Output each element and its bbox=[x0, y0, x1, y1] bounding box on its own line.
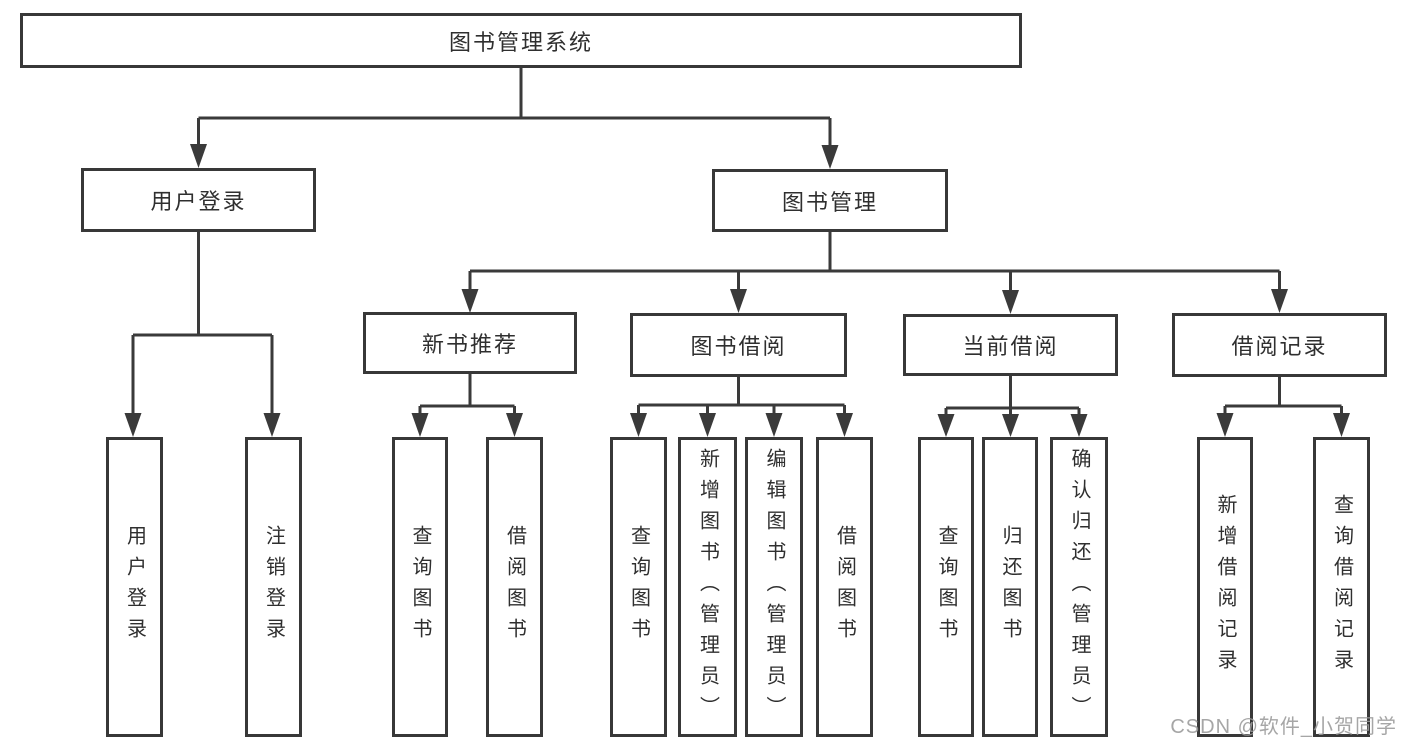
leaf-newbook-borrow: 借阅图书 bbox=[486, 437, 543, 737]
node-borrow-record-label: 借阅记录 bbox=[1231, 334, 1328, 359]
leaf-current-confirm-admin: 确认归还（管理员） bbox=[1050, 437, 1108, 737]
node-book-borrow-label: 图书借阅 bbox=[690, 334, 787, 359]
leaf-newbook-borrow-label: 借阅图书 bbox=[503, 525, 526, 649]
leaf-record-query: 查询借阅记录 bbox=[1313, 437, 1370, 737]
leaf-current-return-label: 归还图书 bbox=[999, 525, 1021, 649]
connector-new-book-to-children bbox=[411, 374, 523, 437]
connector-user-login-to-children bbox=[124, 232, 281, 437]
leaf-borrow-query: 查询图书 bbox=[610, 437, 667, 737]
node-current-borrow: 当前借阅 bbox=[903, 314, 1118, 376]
node-book-borrow: 图书借阅 bbox=[630, 313, 847, 377]
leaf-user-login: 用户登录 bbox=[106, 437, 163, 737]
leaf-newbook-query: 查询图书 bbox=[392, 437, 448, 737]
connector-book-management-to-modules bbox=[461, 232, 1288, 314]
connector-root-to-branches bbox=[190, 68, 839, 169]
leaf-current-confirm-admin-label: 确认归还（管理员） bbox=[1068, 447, 1090, 727]
leaf-borrow-edit-admin-label: 编辑图书（管理员） bbox=[763, 447, 785, 727]
leaf-current-query: 查询图书 bbox=[918, 437, 974, 737]
node-borrow-record: 借阅记录 bbox=[1172, 313, 1387, 377]
node-current-borrow-label: 当前借阅 bbox=[962, 334, 1059, 359]
connector-borrow-record-to-children bbox=[1216, 377, 1350, 437]
leaf-current-return: 归还图书 bbox=[982, 437, 1038, 737]
node-new-book-recommend-label: 新书推荐 bbox=[421, 332, 518, 357]
connector-book-borrow-to-children bbox=[630, 377, 853, 437]
leaf-borrow-add-admin-label: 新增图书（管理员） bbox=[696, 447, 719, 727]
leaf-user-logout-label: 注销登录 bbox=[262, 525, 285, 649]
node-root-label: 图书管理系统 bbox=[448, 29, 593, 55]
node-user-login-label: 用户登录 bbox=[150, 189, 247, 214]
leaf-newbook-query-label: 查询图书 bbox=[409, 525, 431, 649]
leaf-borrow-query-label: 查询图书 bbox=[627, 525, 650, 649]
leaf-record-query-label: 查询借阅记录 bbox=[1330, 494, 1353, 680]
connector-current-borrow-to-children bbox=[937, 376, 1088, 437]
leaf-user-login-label: 用户登录 bbox=[123, 525, 146, 649]
leaf-user-logout: 注销登录 bbox=[245, 437, 302, 737]
node-user-login: 用户登录 bbox=[81, 168, 316, 232]
node-new-book-recommend: 新书推荐 bbox=[363, 312, 577, 374]
csdn-watermark: CSDN @软件_小贺同学 bbox=[1170, 716, 1397, 738]
leaf-borrow-borrow-label: 借阅图书 bbox=[833, 525, 856, 649]
leaf-record-add-label: 新增借阅记录 bbox=[1214, 494, 1236, 680]
node-book-management-label: 图书管理 bbox=[781, 189, 878, 215]
leaf-current-query-label: 查询图书 bbox=[935, 525, 957, 649]
leaf-borrow-add-admin: 新增图书（管理员） bbox=[678, 437, 737, 737]
leaf-borrow-borrow: 借阅图书 bbox=[816, 437, 873, 737]
node-book-management: 图书管理 bbox=[712, 169, 948, 232]
leaf-record-add: 新增借阅记录 bbox=[1197, 437, 1253, 737]
leaf-borrow-edit-admin: 编辑图书（管理员） bbox=[745, 437, 803, 737]
node-root: 图书管理系统 bbox=[20, 13, 1022, 68]
